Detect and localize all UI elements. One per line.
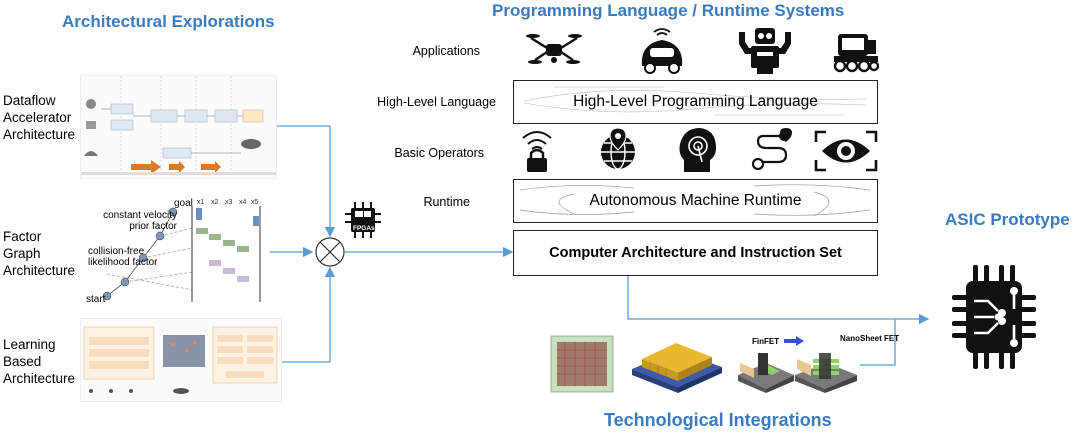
fpga-chip-icon (343, 200, 383, 240)
wafer-layout-image (543, 330, 617, 396)
learning-architecture-label: Learning Based Architecture (3, 337, 76, 386)
basic-operators-label: Basic Operators (394, 146, 484, 160)
nanosheet-label: NanoSheet FET (840, 334, 900, 343)
finfet-image (736, 345, 796, 393)
asic-chip-icon (952, 265, 1036, 369)
3d-chip-image (628, 335, 726, 393)
transition-arrow-icon (784, 336, 804, 346)
computer-architecture-box: Computer Architecture and Instruction Se… (513, 230, 878, 276)
start-label: start (86, 294, 106, 305)
applications-label: Applications (412, 44, 480, 58)
nanosheet-image (793, 345, 859, 393)
technological-integrations-title: Technological Integrations (604, 410, 832, 430)
drone-icon (525, 30, 583, 70)
svg-text:x1: x1 (197, 199, 205, 206)
runtime-box-label: Autonomous Machine Runtime (589, 192, 802, 209)
high-level-language-box: High-Level Programming Language (513, 80, 878, 124)
constant-velocity-label: constant velocity prior factor (103, 210, 177, 232)
computer-architecture-box-label: Computer Architecture and Instruction Se… (549, 245, 842, 261)
autonomous-car-icon (636, 26, 688, 74)
svg-text:x3: x3 (225, 199, 233, 206)
collision-free-label: collision-free likelihood factor (88, 246, 158, 268)
high-level-language-label: High-Level Language (377, 95, 496, 109)
asic-prototype-title: ASIC Prototype (945, 210, 1070, 229)
runtime-box: Autonomous Machine Runtime (513, 179, 878, 223)
dataflow-thumbnail (80, 75, 277, 179)
factor-graph-architecture-label: Factor Graph Architecture (3, 229, 76, 278)
rover-icon (832, 28, 880, 74)
svg-text:x2: x2 (211, 199, 219, 206)
factor-graph-thumbnail: x1 x2 x3 x4 x5 (85, 198, 267, 306)
learning-thumbnail (80, 318, 282, 402)
head-touch-icon (676, 126, 718, 174)
wifi-lock-icon (519, 128, 555, 174)
globe-pin-icon (598, 126, 638, 172)
robot-icon (737, 26, 793, 76)
architectural-explorations-title: Architectural Explorations (62, 12, 275, 31)
svg-text:x5: x5 (251, 199, 259, 206)
svg-text:x4: x4 (239, 199, 247, 206)
programming-runtime-title: Programming Language / Runtime Systems (492, 1, 845, 20)
eye-icon (814, 130, 878, 172)
route-icon (750, 128, 794, 172)
dataflow-architecture-label: Dataflow Accelerator Architecture (3, 93, 76, 142)
runtime-label: Runtime (423, 195, 470, 209)
goal-label: goal (174, 198, 193, 209)
high-level-language-box-label: High-Level Programming Language (573, 93, 818, 110)
finfet-label: FinFET (752, 337, 780, 346)
fpga-label: FPGAs (353, 225, 375, 232)
